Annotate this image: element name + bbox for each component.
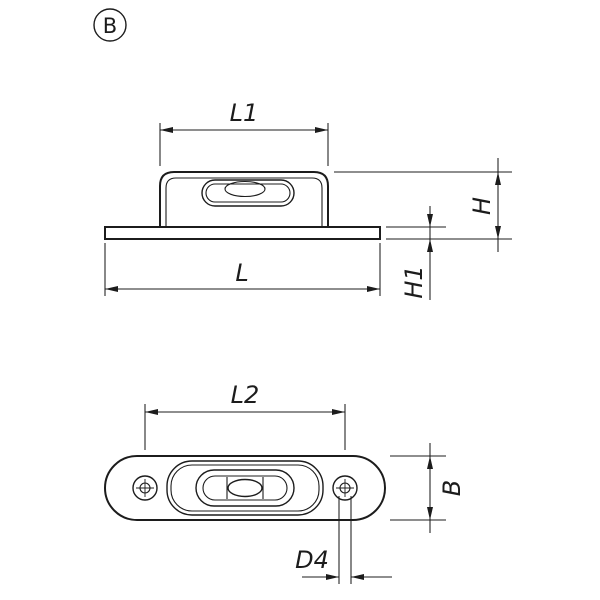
variant-badge: B bbox=[93, 8, 127, 42]
arrowhead-left-icon bbox=[351, 574, 364, 580]
mounting-base-plate bbox=[104, 226, 381, 240]
arrowhead-down-icon bbox=[427, 507, 433, 520]
arrowhead-right-icon bbox=[315, 127, 328, 133]
body-plan-outline bbox=[166, 460, 324, 516]
arrowhead-up-icon bbox=[427, 239, 433, 252]
arrowhead-left-icon bbox=[105, 286, 118, 292]
variant-badge-circle bbox=[93, 8, 127, 42]
dim-label-l: L bbox=[235, 259, 248, 287]
arrowhead-left-icon bbox=[145, 409, 158, 415]
arrowhead-right-icon bbox=[367, 286, 380, 292]
bubble-icon bbox=[224, 180, 266, 198]
dim-d4: D4 bbox=[295, 496, 392, 584]
dim-l2: L2 bbox=[144, 381, 346, 450]
dim-label-d4: D4 bbox=[295, 546, 329, 574]
screw-hole-right-counterbore bbox=[332, 475, 358, 501]
arrowhead-down-icon bbox=[495, 226, 501, 239]
dim-label-h1: H1 bbox=[400, 265, 428, 298]
screw-hole-left bbox=[132, 475, 158, 501]
vial-plan-outer bbox=[195, 469, 295, 507]
dim-label-b: B bbox=[438, 480, 466, 496]
level-body-inner-edge bbox=[165, 177, 323, 227]
side-elevation-view: L1 L H H1 bbox=[104, 99, 512, 300]
dim-h1: H1 bbox=[386, 206, 446, 300]
dim-l1: L1 bbox=[159, 99, 329, 166]
screw-hole-right bbox=[332, 475, 358, 501]
vial-plan-inner bbox=[202, 475, 288, 501]
dim-h: H bbox=[334, 158, 512, 252]
level-body-outline bbox=[159, 171, 329, 227]
base-oblong-outline bbox=[104, 455, 386, 521]
dim-b: B bbox=[390, 443, 466, 533]
arrowhead-left-icon bbox=[160, 127, 173, 133]
arrowhead-up-icon bbox=[495, 172, 501, 185]
dim-label-l1: L1 bbox=[230, 99, 259, 127]
dim-l: L bbox=[104, 243, 381, 296]
variant-badge-label: B bbox=[103, 14, 117, 38]
vial-window-outer bbox=[201, 179, 295, 207]
body-plan-inner-edge bbox=[170, 464, 320, 512]
arrowhead-right-icon bbox=[326, 574, 339, 580]
arrowhead-right-icon bbox=[332, 409, 345, 415]
arrowhead-up-icon bbox=[427, 456, 433, 469]
arrowhead-down-icon bbox=[427, 214, 433, 227]
screw-hole-left-counterbore bbox=[132, 475, 158, 501]
plan-view: L2 B D4 bbox=[104, 381, 466, 584]
vial-window-inner bbox=[205, 183, 291, 203]
bubble-icon bbox=[227, 478, 263, 498]
dim-label-h: H bbox=[468, 197, 496, 215]
dim-label-l2: L2 bbox=[231, 381, 260, 409]
